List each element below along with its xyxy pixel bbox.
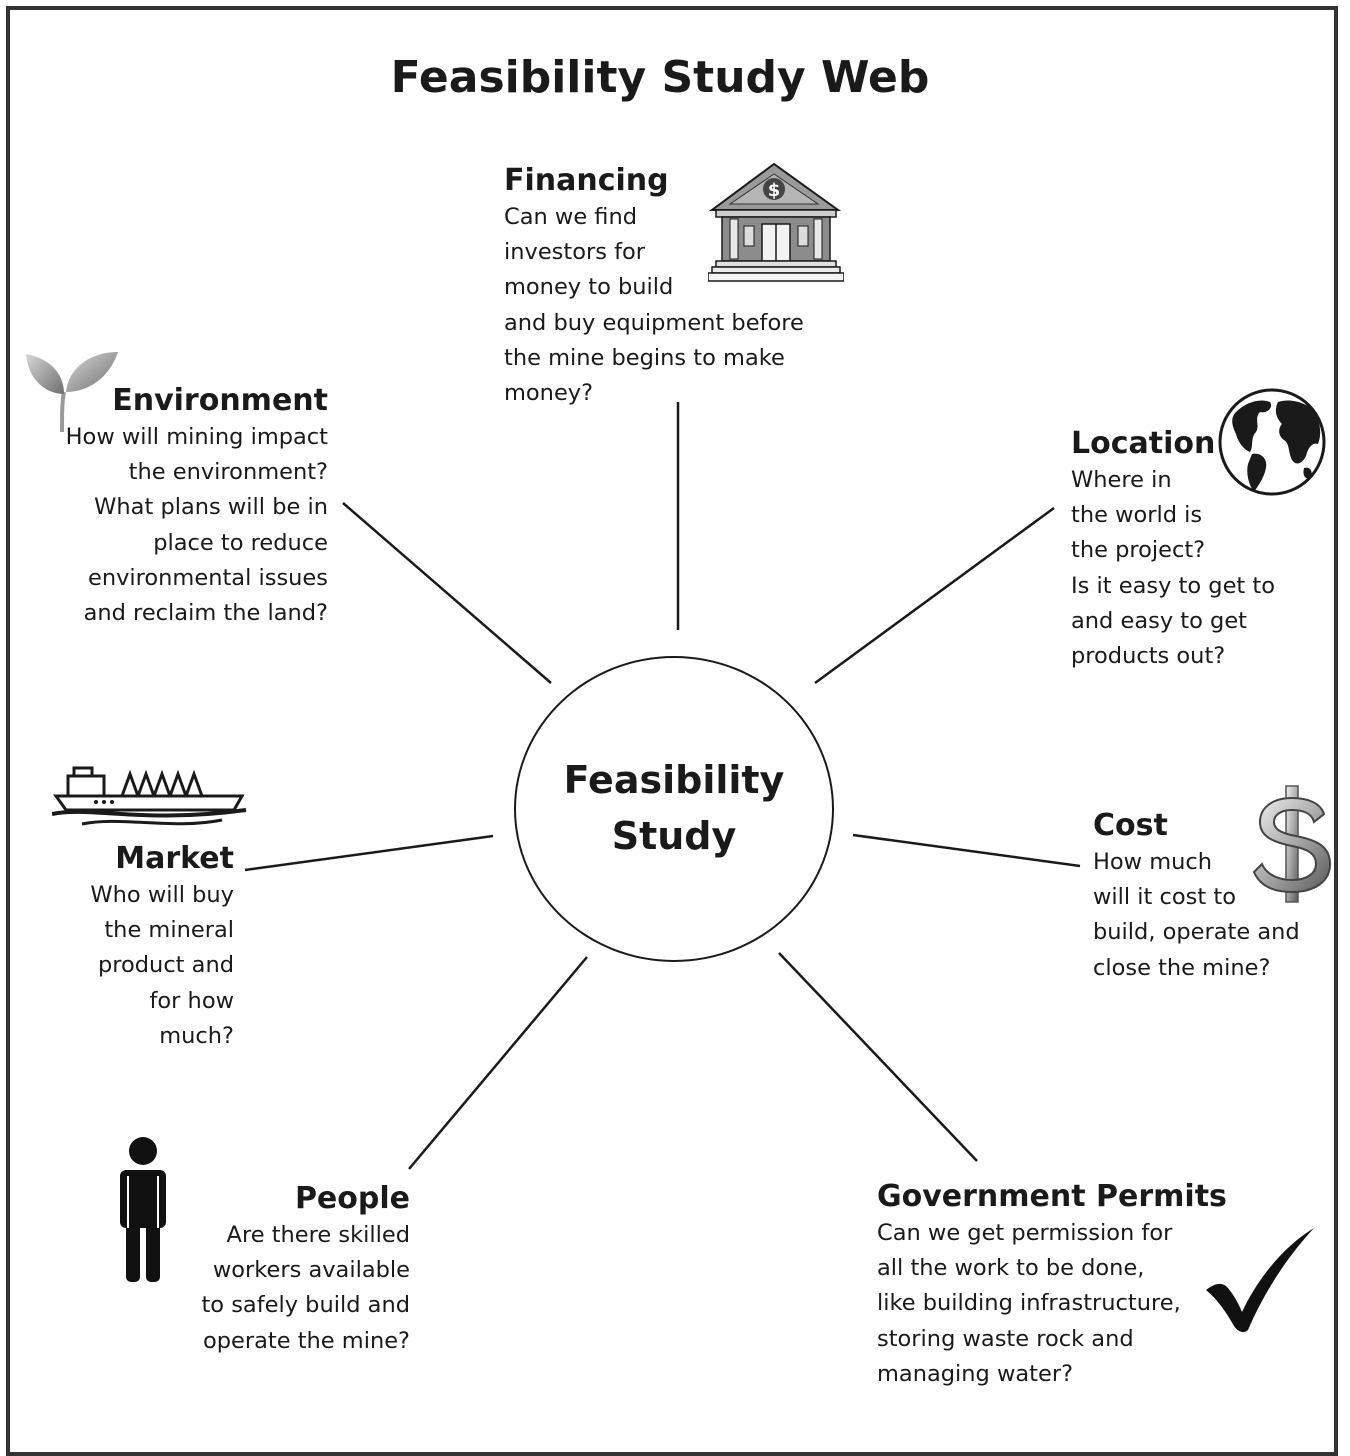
node-people-line: Are there skilled: [226, 1222, 410, 1248]
connector-market: [244, 834, 494, 872]
node-financing-line: Can we find: [504, 204, 638, 230]
node-people-line: workers available: [212, 1257, 410, 1284]
node-location-line: Where in: [1071, 467, 1172, 493]
node-market-line: product and: [97, 952, 234, 979]
node-environment: Environment How will mining impact the e…: [28, 382, 328, 631]
node-location-line: the world is: [1071, 502, 1203, 529]
node-cost: Cost How much will it cost to build, ope…: [1093, 807, 1300, 986]
node-cost-heading: Cost: [1093, 808, 1168, 843]
node-environment-line: environmental issues: [87, 564, 328, 591]
ship-icon: [52, 766, 247, 826]
node-location-line: the project?: [1071, 537, 1206, 564]
node-environment-line: place to reduce: [153, 529, 328, 556]
checkmark-icon: [1206, 1228, 1314, 1333]
node-market-line: much?: [159, 1022, 234, 1049]
node-environment-body: How will mining impact the environment? …: [28, 420, 328, 631]
node-financing-heading: Financing: [504, 163, 669, 198]
dollar-sign-icon: [1252, 785, 1332, 903]
node-people-line: operate the mine?: [202, 1327, 410, 1354]
node-cost-body: How much will it cost to build, operate …: [1093, 845, 1300, 986]
node-location-line: products out?: [1071, 643, 1226, 670]
connector-environment: [342, 502, 552, 684]
node-market-body: Who will buy the mineral product and for…: [28, 878, 234, 1054]
center-circle: [514, 656, 834, 962]
node-location-line: and easy to get: [1071, 607, 1247, 634]
globe-icon: [1218, 388, 1326, 496]
node-location-line: Is it easy to get to: [1071, 572, 1275, 599]
plant-sprout-icon: [26, 352, 118, 432]
node-financing-line: money to build: [504, 274, 674, 301]
node-location-heading: Location: [1071, 426, 1216, 461]
node-financing: Financing Can we find investors for mone…: [504, 162, 804, 411]
connector-location: [814, 506, 1055, 685]
bank-icon: $: [708, 162, 844, 282]
node-financing-line: the mine begins to make: [504, 344, 785, 371]
node-government-permits-line: Can we get permission for: [877, 1220, 1173, 1246]
node-market-line: the mineral: [104, 917, 234, 944]
node-market-line: Who will buy: [90, 882, 234, 908]
page-title: Feasibility Study Web: [390, 52, 930, 103]
node-environment-line: and reclaim the land?: [83, 600, 328, 627]
node-people-body: Are there skilled workers available to s…: [150, 1218, 410, 1359]
svg-text:$: $: [768, 180, 781, 201]
node-location: Location Where in the world is the proje…: [1071, 425, 1275, 674]
node-cost-line: How much: [1093, 849, 1213, 875]
node-market-line: for how: [149, 987, 234, 1014]
person-icon: [120, 1137, 166, 1282]
node-government-permits-line: like building infrastructure,: [877, 1290, 1181, 1317]
node-environment-heading: Environment: [112, 383, 328, 418]
node-government-permits-line: storing waste rock and: [877, 1325, 1134, 1352]
center-label: Feasibility Study: [514, 752, 834, 864]
node-market: Market Who will buy the mineral product …: [28, 840, 234, 1054]
node-financing-line: money?: [504, 380, 594, 407]
node-government-permits-line: managing water?: [877, 1360, 1074, 1387]
node-people-line: to safely build and: [201, 1292, 410, 1319]
node-market-heading: Market: [115, 841, 234, 876]
node-government-permits-line: all the work to be done,: [877, 1255, 1145, 1282]
center-label-line1: Feasibility: [563, 758, 785, 802]
node-environment-line: the environment?: [128, 459, 328, 486]
node-financing-line: and buy equipment before: [504, 309, 804, 336]
node-cost-line: build, operate and: [1093, 919, 1300, 946]
node-government-permits-heading: Government Permits: [877, 1179, 1227, 1214]
node-financing-body: Can we find investors for money to build…: [504, 200, 804, 411]
node-environment-line: How will mining impact: [65, 424, 328, 450]
node-environment-line: What plans will be in: [94, 494, 328, 521]
connector-people: [408, 956, 588, 1170]
node-location-body: Where in the world is the project? Is it…: [1071, 463, 1275, 674]
connector-government-permits: [778, 952, 978, 1162]
node-government-permits: Government Permits Can we get permission…: [877, 1178, 1227, 1392]
node-people-heading: People: [294, 1181, 410, 1216]
node-government-permits-body: Can we get permission for all the work t…: [877, 1216, 1227, 1392]
node-people: People Are there skilled workers availab…: [150, 1180, 410, 1359]
connector-cost: [852, 833, 1081, 868]
node-cost-line: will it cost to: [1093, 884, 1236, 911]
node-cost-line: close the mine?: [1093, 954, 1271, 981]
node-financing-line: investors for: [504, 239, 646, 266]
center-label-line2: Study: [611, 814, 737, 858]
